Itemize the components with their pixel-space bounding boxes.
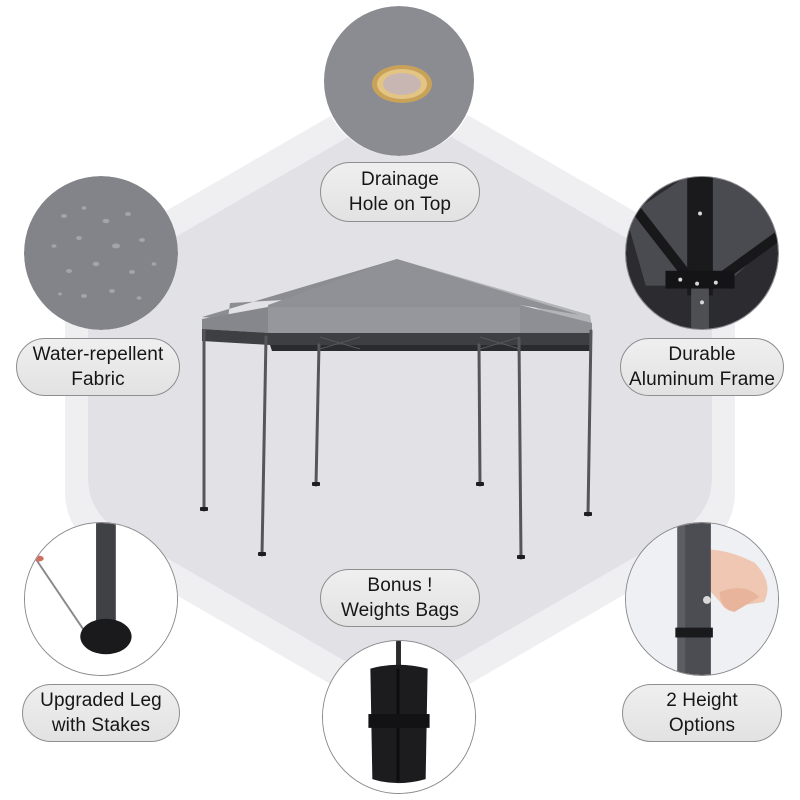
leg-stake-icon [25,523,177,675]
height-adjust-icon [626,523,778,675]
label-line1: Upgraded Leg [40,690,162,711]
feature-label-water-repellent: Water-repellent Fabric [16,338,180,396]
feature-label-drainage: Drainage Hole on Top [320,162,480,222]
weights-bags-image [322,640,476,794]
label-line2: with Stakes [51,715,151,736]
label-line1: Drainage [361,169,439,190]
label-line2: Fabric [71,369,125,390]
grommet-icon [324,6,474,156]
label-line2: Weights Bags [340,600,460,621]
feature-label-aluminum-frame: Durable Aluminum Frame [620,338,784,396]
water-droplets-icon [24,176,178,330]
label-line1: 2 Height [666,690,738,711]
label-line2: Hole on Top [348,194,452,215]
label-line1: Water-repellent [32,344,164,365]
label-line1: Durable [668,344,736,365]
height-options-image [625,522,779,676]
feature-label-height-options: 2 Height Options [622,684,782,742]
weight-bag-icon [323,641,475,793]
label-line1: Bonus ! [367,575,433,596]
label-line2: Options [668,715,736,736]
drainage-hole-image [322,6,476,156]
aluminum-frame-image [625,176,779,330]
label-line2: Aluminum Frame [628,369,776,390]
frame-joint-icon [626,177,778,329]
upgraded-leg-image [24,522,178,676]
gazebo-icon [200,259,593,560]
water-repellent-image [24,176,178,330]
feature-label-weights-bags: Bonus ! Weights Bags [320,569,480,627]
feature-label-upgraded-leg: Upgraded Leg with Stakes [22,684,180,742]
